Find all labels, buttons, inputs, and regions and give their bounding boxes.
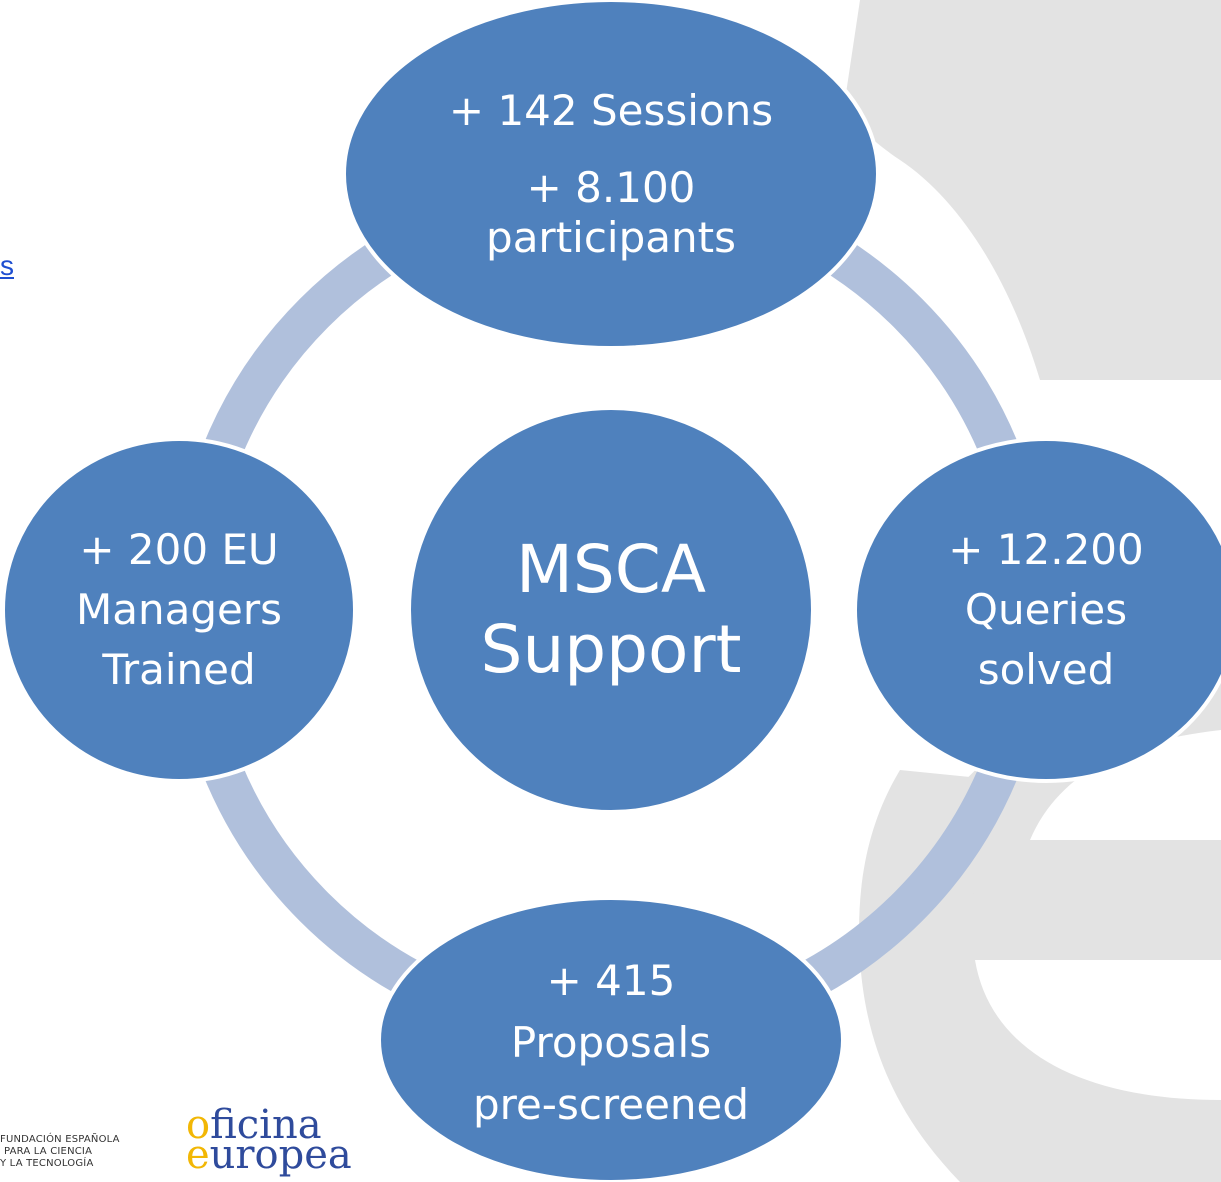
node-left-line-2: Managers	[76, 585, 282, 634]
oficina-europea-logo: oficina europea	[186, 1105, 386, 1175]
node-top-line-1: + 142 Sessions	[448, 86, 774, 136]
fecyt-logo-text: FUNDACIÓN ESPAÑOLA PARA LA CIENCIA Y LA …	[0, 1134, 160, 1170]
node-left-line-1: + 200 EU	[79, 525, 279, 574]
node-top-text: + 142 Sessions + 8.100 participants	[381, 70, 841, 280]
node-top-line-2: + 8.100	[526, 162, 696, 212]
node-center-text: MSCA Support	[431, 500, 791, 720]
node-right-circle	[853, 437, 1221, 783]
watermark-lower-bar	[955, 840, 1221, 960]
node-center-line-2: Support	[480, 611, 742, 688]
watermark-left-stroke	[859, 770, 1221, 1182]
node-left-circle	[1, 437, 357, 783]
fecyt-line-1: FUNDACIÓN ESPAÑOLA	[0, 1134, 120, 1145]
logo-line-1-cap: o	[186, 1102, 211, 1148]
node-bottom-line-3: pre-screened	[472, 1080, 750, 1129]
logo-line-1: oficina	[186, 1105, 386, 1145]
node-left-text: + 200 EU Managers Trained	[39, 510, 319, 710]
node-bottom-line-2: Proposals	[510, 1018, 712, 1067]
logo-line-2: europea	[186, 1135, 386, 1175]
cut-off-link[interactable]: s	[0, 250, 14, 281]
node-center-line-1: MSCA	[515, 531, 707, 608]
node-top-circle	[342, 0, 880, 350]
logo-line-2-rest: uropea	[209, 1132, 352, 1178]
node-left-line-3: Trained	[102, 645, 256, 694]
node-right-line-1: + 12.200	[948, 525, 1144, 574]
fecyt-line-3: Y LA TECNOLOGÍA	[0, 1158, 94, 1169]
node-top-line-3: participants	[486, 213, 736, 263]
node-right-line-2: Queries	[964, 585, 1128, 634]
fecyt-line-2: PARA LA CIENCIA	[4, 1146, 93, 1157]
node-right-text: + 12.200 Queries solved	[906, 510, 1186, 710]
node-center-circle	[407, 406, 815, 814]
node-bottom-text: + 415 Proposals pre-screened	[431, 948, 791, 1138]
node-bottom-circle	[377, 896, 845, 1182]
watermark-upper-arc	[845, 0, 1221, 380]
node-bottom-line-1: + 415	[546, 956, 676, 1005]
logo-line-1-rest: ficina	[210, 1102, 322, 1148]
logo-line-2-cap: e	[186, 1132, 210, 1178]
node-right-line-3: solved	[977, 645, 1115, 694]
